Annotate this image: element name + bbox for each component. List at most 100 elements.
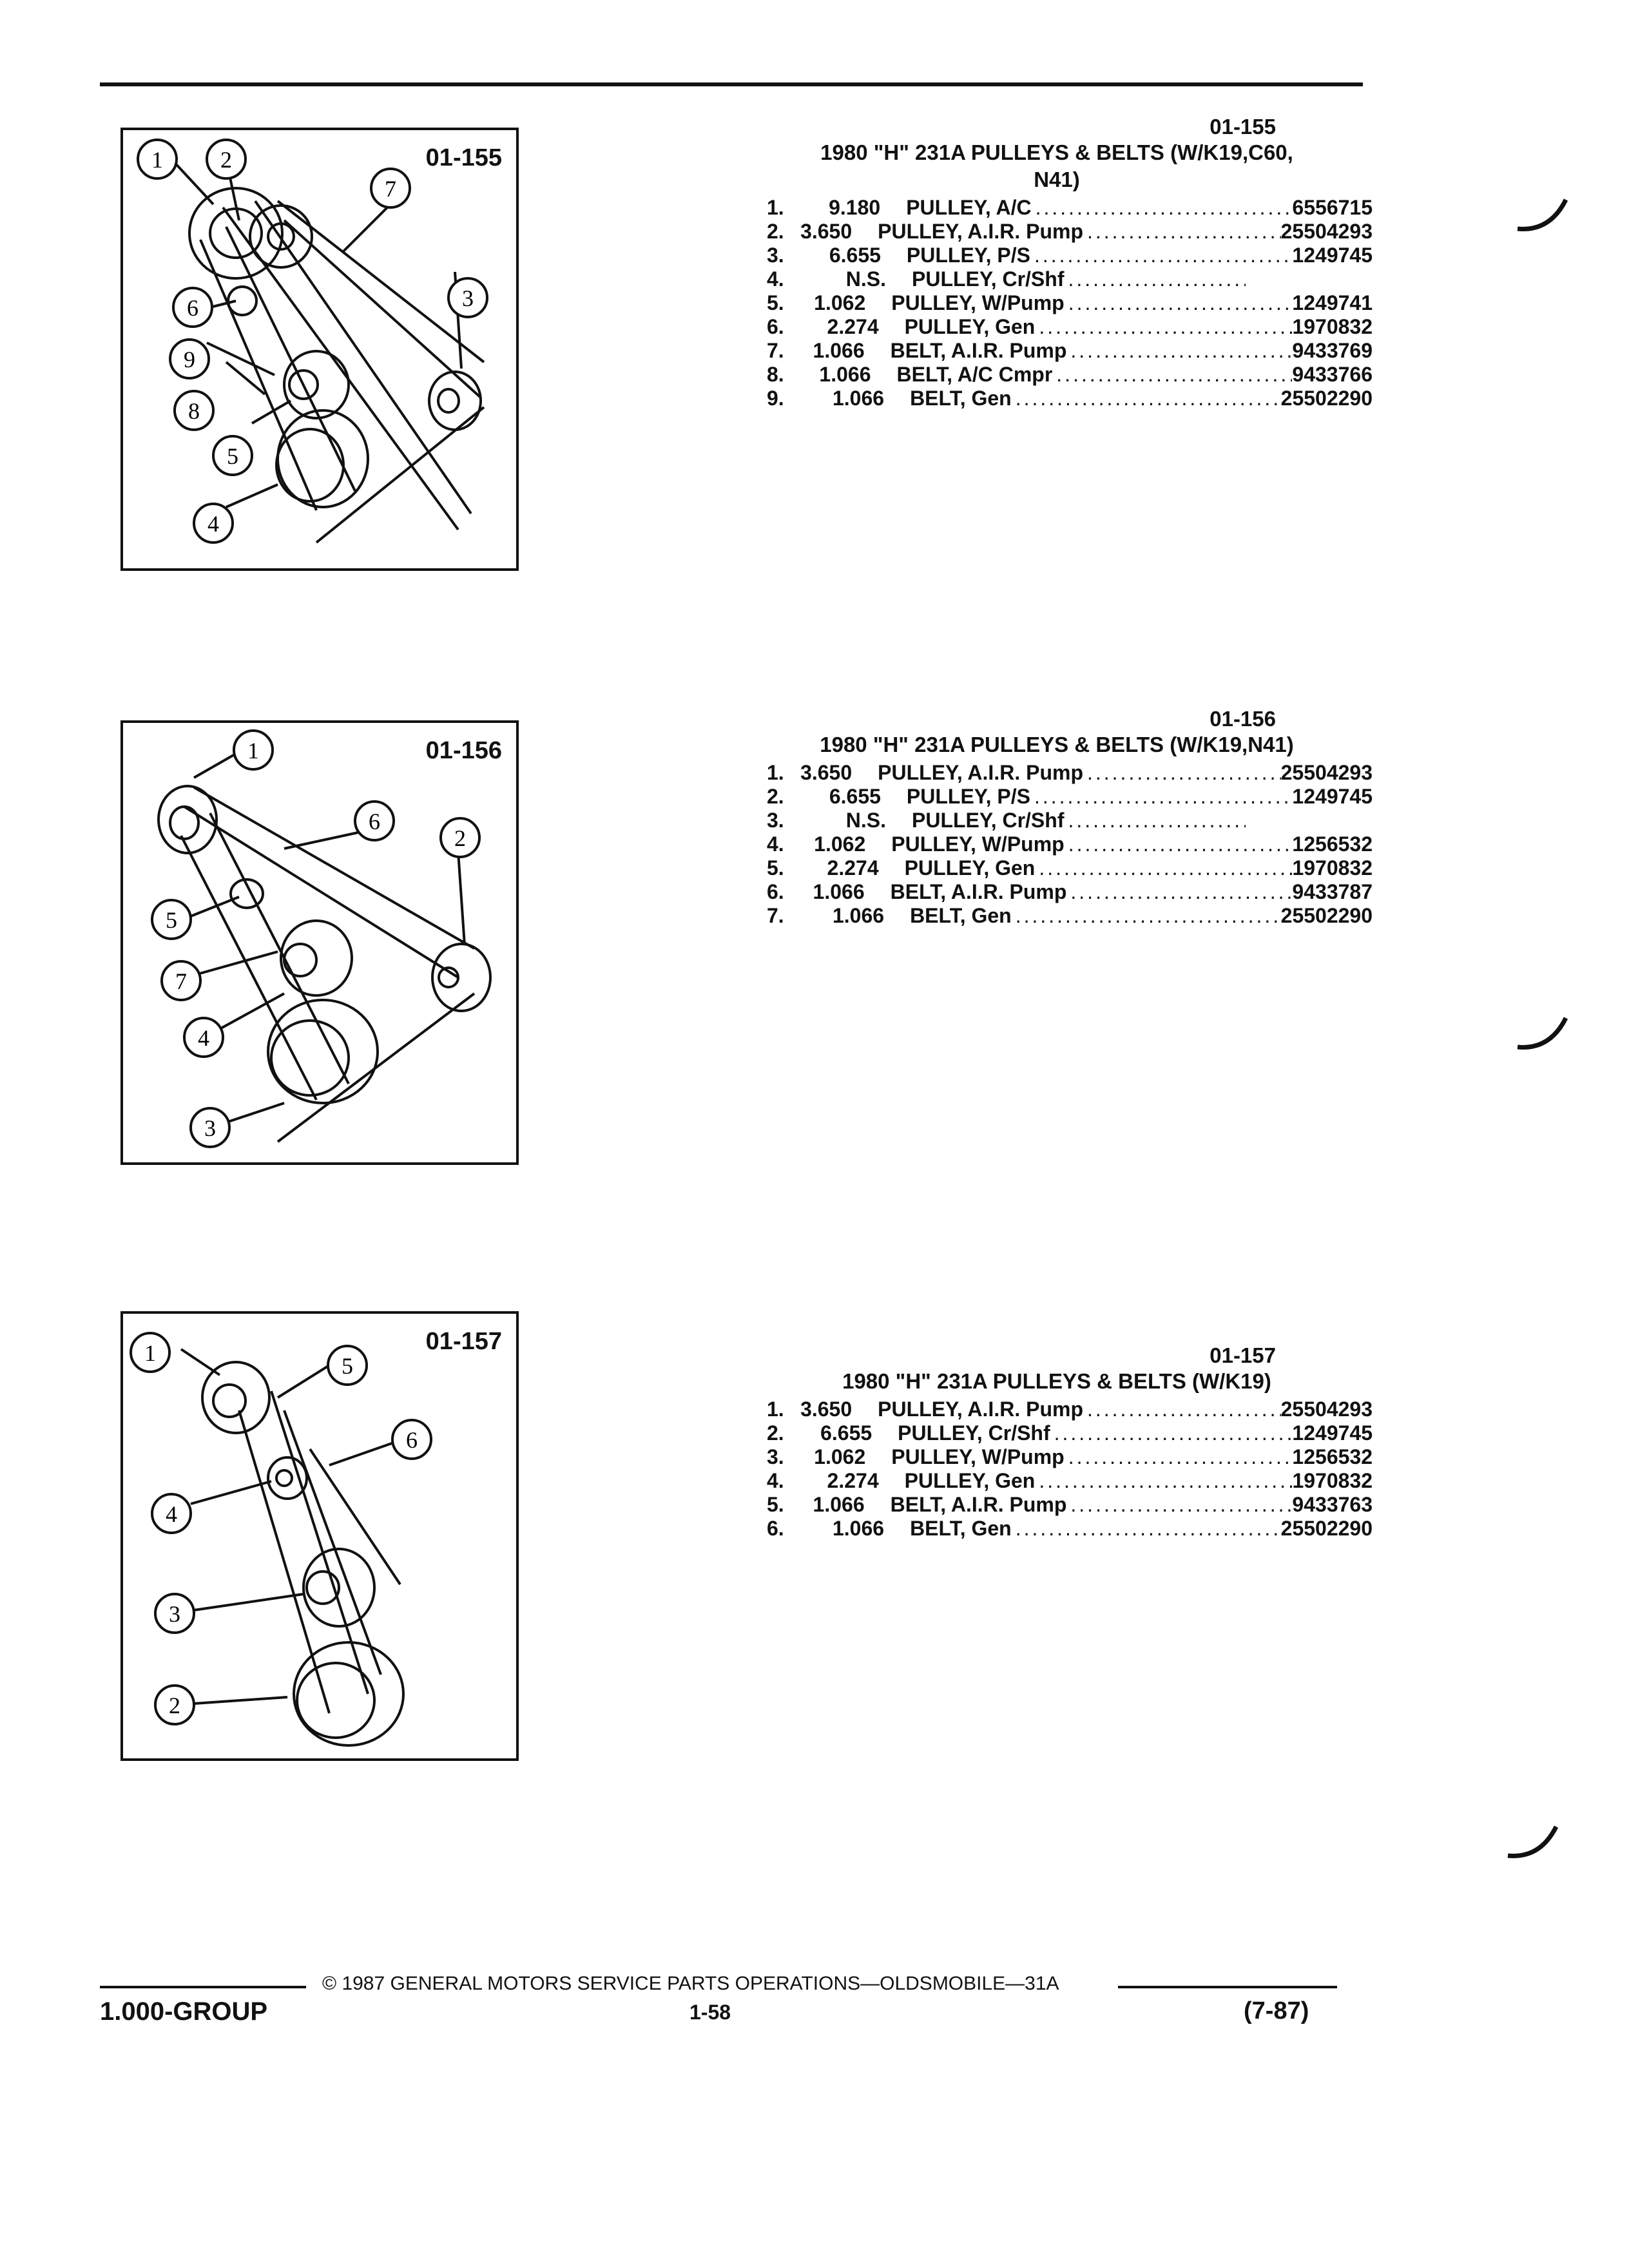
dot-leader: ................................	[1056, 363, 1292, 386]
pulley-diagram-01-156: 1 6 2 5 7 4 3	[151, 729, 492, 1148]
callout-7: 7	[160, 960, 202, 1001]
part-number: 25504293	[1280, 220, 1373, 243]
item-quantity: 9.180	[829, 196, 881, 219]
pulley-diagram-01-155: 1 2 7 6 3 9 8 5 4	[137, 139, 488, 544]
item-quantity: N.S.	[845, 809, 886, 832]
part-row: 2. 3.650 PULLEY, A.I.R. Pump..............…	[767, 220, 1373, 244]
item-number: 6.	[767, 880, 784, 903]
svg-text:7: 7	[175, 968, 187, 994]
margin-check-mark	[1517, 1017, 1568, 1050]
dot-leader: ................................	[1086, 220, 1281, 243]
part-number: 9433763	[1292, 1493, 1373, 1516]
parts-section-01-157: 01-157 1980 "H" 231A PULLEYS & BELTS (W/…	[767, 1343, 1373, 1541]
item-quantity: 1.062	[814, 291, 866, 314]
item-description: PULLEY, A/C	[906, 196, 1032, 219]
item-quantity: 2.274	[827, 1469, 879, 1492]
callout-4: 4	[193, 503, 234, 544]
svg-text:4: 4	[166, 1501, 177, 1527]
item-number: 8.	[767, 363, 784, 386]
item-description: BELT, A.I.R. Pump	[890, 1493, 1067, 1516]
section-title-continued: N41)	[1034, 168, 1080, 191]
callout-9: 9	[169, 338, 210, 380]
svg-text:2: 2	[454, 825, 466, 851]
callout-4: 4	[151, 1493, 192, 1534]
item-description: PULLEY, Cr/Shf	[912, 809, 1065, 832]
item-description: BELT, A.I.R. Pump	[890, 880, 1067, 903]
svg-text:5: 5	[342, 1353, 353, 1379]
item-quantity: 3.650	[800, 1398, 853, 1421]
item-quantity: 3.650	[800, 220, 853, 243]
dot-leader: ................................	[1015, 387, 1281, 410]
callout-6: 6	[354, 800, 395, 841]
item-number: 3.	[767, 809, 784, 832]
footer-rule-left	[100, 1986, 306, 1988]
svg-text:2: 2	[169, 1693, 180, 1718]
dot-leader: ................................	[1086, 761, 1281, 784]
item-quantity: 1.066	[819, 363, 871, 386]
part-number: 9433769	[1292, 339, 1373, 362]
item-number: 5.	[767, 1493, 784, 1516]
pulley-diagram-01-157: 1 5 6 4 3 2	[130, 1332, 432, 1747]
item-quantity: 1.066	[832, 1517, 885, 1540]
svg-text:6: 6	[406, 1427, 418, 1453]
figure-label: 01-156	[425, 737, 502, 764]
item-quantity: 1.066	[813, 880, 865, 903]
svg-text:6: 6	[187, 295, 198, 321]
svg-text:5: 5	[166, 907, 177, 933]
item-number: 4.	[767, 832, 784, 856]
item-description: PULLEY, W/Pump	[891, 291, 1065, 314]
figure-label: 01-157	[425, 1328, 502, 1355]
item-quantity: 2.274	[827, 856, 879, 879]
dot-leader: ................................	[1035, 196, 1293, 219]
item-description: PULLEY, W/Pump	[891, 1445, 1065, 1468]
item-description: PULLEY, P/S	[906, 785, 1030, 808]
item-number: 7.	[767, 339, 784, 362]
svg-text:1: 1	[144, 1340, 156, 1366]
callout-2: 2	[154, 1684, 195, 1725]
dot-leader: ................................	[1068, 267, 1246, 291]
item-number: 2.	[767, 220, 784, 243]
dot-leader: ................................	[1070, 339, 1292, 362]
page-number: 1-58	[689, 2001, 731, 2024]
part-number: 6556715	[1292, 196, 1373, 219]
dot-leader: ................................	[1086, 1398, 1281, 1421]
dot-leader: ................................	[1039, 1469, 1293, 1492]
item-quantity: 2.274	[827, 315, 879, 338]
part-number: 25502290	[1280, 1517, 1373, 1540]
dot-leader: ................................	[1068, 291, 1293, 314]
dot-leader: ................................	[1039, 856, 1293, 879]
item-description: PULLEY, A.I.R. Pump	[878, 761, 1083, 784]
item-number: 6.	[767, 1517, 784, 1540]
item-quantity: 1.066	[832, 904, 885, 927]
part-number: 1256532	[1292, 1445, 1373, 1468]
dot-leader: ................................	[1015, 904, 1281, 927]
callout-3: 3	[154, 1593, 195, 1634]
item-description: PULLEY, Cr/Shf	[912, 267, 1065, 291]
item-number: 9.	[767, 387, 784, 410]
part-number: 1249741	[1292, 291, 1373, 314]
part-number: 9433766	[1292, 363, 1373, 386]
part-row: 4.N.S.PULLEY, Cr/Shf....................…	[767, 267, 1373, 291]
copyright-line: © 1987 GENERAL MOTORS SERVICE PARTS OPER…	[322, 1973, 1059, 1994]
svg-text:3: 3	[462, 285, 474, 311]
item-description: PULLEY, Gen	[904, 856, 1036, 879]
svg-text:5: 5	[227, 443, 238, 469]
item-number: 4.	[767, 267, 784, 291]
item-quantity: 1.066	[832, 387, 885, 410]
top-rule	[100, 82, 1363, 86]
revision-date: (7-87)	[1244, 1997, 1309, 2024]
dot-leader: ................................	[1068, 1445, 1293, 1468]
item-number: 3.	[767, 1445, 784, 1468]
dot-leader: ................................	[1070, 1493, 1292, 1516]
callout-6: 6	[391, 1419, 432, 1460]
section-title: 1980 "H" 231A PULLEYS & BELTS (W/K19,C60…	[820, 140, 1293, 164]
item-description: PULLEY, A.I.R. Pump	[878, 220, 1083, 243]
